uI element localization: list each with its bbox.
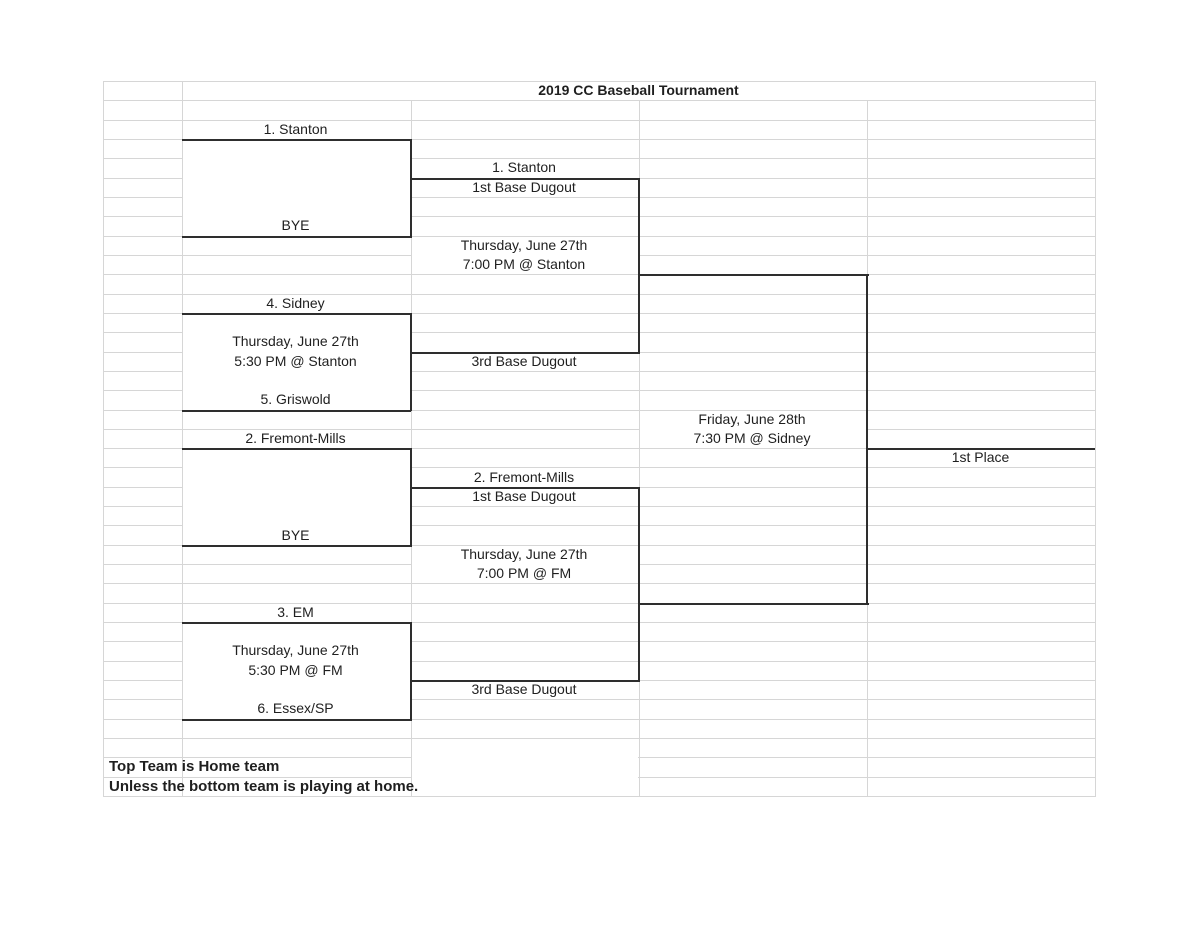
h-gridline [104,216,1095,218]
bracket-grid [103,81,1096,797]
h-gridline [104,699,1095,701]
game4-time-label: 5:30 PM @ FM [248,661,343,678]
bye-label-2: BYE [281,526,310,543]
bracket-line [409,312,412,412]
bracket-line [409,622,412,721]
h-gridline [104,583,1095,585]
final-date-label: Friday, June 28th [698,410,806,427]
bracket-line [182,718,411,721]
seed3-em-label: 3. EM [277,603,314,620]
merged-cell-mask [412,546,638,583]
bracket-line [409,448,412,547]
seed1-stanton-label: 1. Stanton [263,120,328,137]
bracket-line [410,486,640,489]
merged-cell-mask [412,237,638,275]
h-gridline [104,312,1095,314]
h-gridline [104,525,1095,527]
bracket-line [637,177,640,354]
h-gridline [104,506,1095,508]
bracket-line [182,235,411,238]
semi1-third-base-dugout-label: 3rd Base Dugout [471,352,577,369]
h-gridline [104,100,1095,102]
bracket-line [182,139,411,141]
h-gridline [104,138,1095,140]
semi1-time-label: 7:00 PM @ Stanton [462,255,586,272]
h-gridline [104,660,1095,662]
bye-label-1: BYE [281,217,310,234]
merged-cell-mask [640,411,866,449]
game2-time-label: 5:30 PM @ Stanton [234,352,357,369]
h-gridline [104,544,1095,546]
bracket-line [638,274,869,277]
semi2-top-team-label: 2. Fremont-Mills [473,468,575,485]
h-gridline [104,738,1095,740]
h-gridline [104,622,1095,624]
merged-cell-mask [183,624,410,719]
h-gridline [104,641,1095,643]
semi1-top-team-label: 1. Stanton [492,159,556,176]
final-time-label: 7:30 PM @ Sidney [693,429,811,446]
h-gridline [104,448,1095,450]
h-gridline [104,370,1095,372]
note-bottom-team: Unless the bottom team is playing at hom… [109,777,419,795]
bracket-line [182,409,411,412]
bracket-line [182,544,411,547]
seed5-griswold-label: 5. Griswold [260,391,331,408]
bracket-line [410,177,640,180]
bracket-line [409,139,412,238]
semi1-date-label: Thursday, June 27th [460,236,588,253]
seed4-sidney-label: 4. Sidney [266,294,325,311]
h-gridline [104,718,1095,720]
bracket-line [182,312,411,315]
note-home-team: Top Team is Home team [109,758,280,776]
bracket-line [410,680,640,682]
h-gridline [104,409,1095,411]
bracket-line [182,622,411,625]
v-gridline [411,101,412,797]
h-gridline [104,293,1095,295]
bracket-line [865,274,868,605]
bracket-line [410,351,640,354]
game4-date-label: Thursday, June 27th [232,642,359,659]
merged-cell-mask [183,450,410,545]
merged-cell-mask [412,754,638,796]
bracket-line [638,602,869,605]
h-gridline [104,235,1095,237]
h-gridline [104,332,1095,334]
first-place-label: 1st Place [951,449,1010,466]
seed6-essex-sp-label: 6. Essex/SP [257,700,334,717]
semi2-time-label: 7:00 PM @ FM [476,565,572,582]
semi1-first-base-dugout-label: 1st Base Dugout [472,178,576,195]
h-gridline [104,158,1095,160]
h-gridline [104,196,1095,198]
semi2-third-base-dugout-label: 3rd Base Dugout [471,681,577,697]
h-gridline [104,795,1095,797]
h-gridline [104,602,1095,604]
h-gridline [104,119,1095,121]
game2-date-label: Thursday, June 27th [232,333,359,350]
h-gridline [104,390,1095,392]
seed2-fremont-mills-label: 2. Fremont-Mills [245,429,346,446]
h-gridline [104,467,1095,469]
h-gridline [104,428,1095,430]
bracket-line [637,486,640,682]
merged-cell-mask [183,315,410,410]
semi2-first-base-dugout-label: 1st Base Dugout [472,487,576,504]
merged-cell-mask [183,141,410,236]
v-gridline [639,101,640,797]
semi2-date-label: Thursday, June 27th [460,545,588,562]
h-gridline [104,274,1095,276]
v-gridline [182,82,183,797]
tournament-title: 2019 CC Baseball Tournament [538,82,739,98]
bracket-line [866,448,1095,451]
bracket-line [182,448,411,451]
